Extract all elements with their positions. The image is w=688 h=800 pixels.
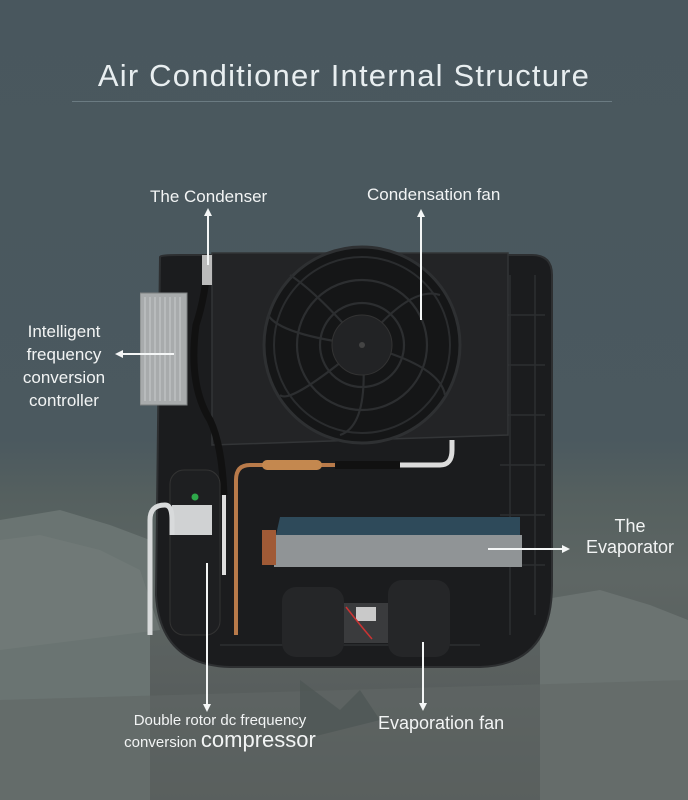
controller-line-4: controller [29,391,99,410]
label-compressor: Double rotor dc frequency conversion com… [116,711,324,752]
condenser-arrow [204,208,212,265]
label-condenser: The Condenser [150,187,268,206]
ac-unit-illustration [140,245,553,668]
evaporator-arrow [488,545,570,553]
evaporator-line-2: Evaporator [585,537,675,557]
evaporation-fan-arrow [419,642,427,711]
compressor-arrow [203,563,211,712]
label-condensation-fan: Condensation fan [367,185,501,204]
compressor-line-2-small: conversion [124,734,201,751]
label-evaporator: The Evaporator [580,516,680,558]
controller-line-1: Intelligent [27,322,101,341]
compressor-line-2-big: compressor [200,727,316,752]
controller-arrow [115,350,174,358]
title-divider [72,101,612,102]
compressor-line-2: conversion compressor [116,727,324,752]
controller-line-2: frequency [26,345,102,364]
mountain-landscape [0,510,688,800]
condensation-fan-arrow [417,209,425,320]
compressor-line-1: Double rotor dc frequency [133,712,307,729]
controller-line-3: conversion [22,368,106,387]
evaporator-line-1: The [614,516,646,536]
label-evaporation-fan: Evaporation fan [378,713,505,733]
label-controller: Intelligent frequency conversion control… [12,320,116,412]
page-title: Air Conditioner Internal Structure [97,58,591,93]
